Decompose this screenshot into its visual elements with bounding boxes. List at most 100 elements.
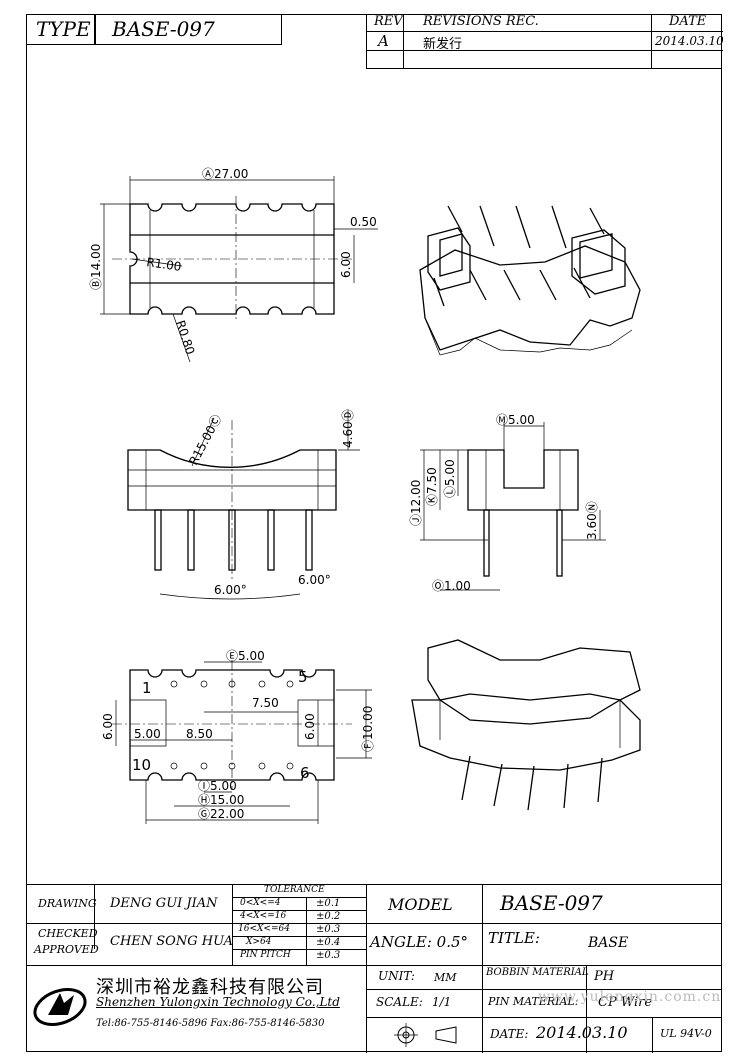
date-header: DATE xyxy=(669,14,707,29)
dim-i: 5.00 xyxy=(210,779,237,793)
dim-j: 12.00 xyxy=(409,480,423,514)
dim-r15: R15.00 xyxy=(186,423,218,467)
title-block: DRAWING DENG GUI JIAN CHECKED APPROVED C… xyxy=(26,884,722,1053)
revision-table: REV REVISIONS REC. DATE A 新发行 2014.03.10 xyxy=(366,14,724,69)
tol-range-0: 0<X<=4 xyxy=(240,898,281,908)
company-tel: Tel:86-755-8146-5896 Fax:86-755-8146-583… xyxy=(96,1018,325,1029)
svg-text:Ⓑ14.00: Ⓑ14.00 xyxy=(89,244,103,290)
dim-o: 1.00 xyxy=(444,579,471,593)
dim-k: 7.50 xyxy=(425,467,439,494)
dim-left-width: 5.00 xyxy=(134,727,161,741)
dim-slot-gap: 0.50 xyxy=(350,215,377,229)
pin-value: CP Wire xyxy=(598,995,653,1010)
tol-range-2: 16<X<=64 xyxy=(238,924,290,934)
dim-b: 14.00 xyxy=(89,244,103,278)
svg-text:3.60Ⓝ: 3.60Ⓝ xyxy=(585,501,599,540)
unit-value: MM xyxy=(434,971,457,984)
dim-angle-1: 6.00° xyxy=(214,583,247,597)
svg-text:4.60Ⓓ: 4.60Ⓓ xyxy=(341,409,355,448)
scale-value: 1/1 xyxy=(432,995,452,1009)
company-name-cn: 深圳市裕龙鑫科技有限公司 xyxy=(96,977,324,998)
pin-label-5: 5 xyxy=(298,668,308,686)
svg-text:Ⓞ1.00: Ⓞ1.00 xyxy=(432,579,471,593)
svg-text:Ⓜ5.00: Ⓜ5.00 xyxy=(496,413,535,427)
dim-right-height: 6.00 xyxy=(303,713,317,740)
dim-n: 3.60 xyxy=(585,513,599,540)
top-view: Ⓐ27.00 Ⓑ14.00 0.50 6.00 R1.00 R0.80 xyxy=(89,167,378,363)
svg-text:R15.00Ⓒ: R15.00Ⓒ xyxy=(186,413,224,468)
rev-value: A xyxy=(378,32,389,50)
dim-a: 27.00 xyxy=(214,167,248,181)
drawing-label: DRAWING xyxy=(38,897,97,910)
date-label: DATE: xyxy=(490,1027,529,1041)
svg-text:Ⓕ10.00: Ⓕ10.00 xyxy=(361,706,375,752)
date-value: 2014.03.10 xyxy=(536,1023,628,1042)
dim-slot-width: 6.00 xyxy=(339,251,353,278)
svg-text:Ⓚ7.50: Ⓚ7.50 xyxy=(425,467,439,506)
model-label: MODEL xyxy=(388,895,453,914)
dim-r080: R0.80 xyxy=(173,319,197,357)
rev-label: REV xyxy=(374,14,403,29)
front-view: 4.60Ⓓ R15.00Ⓒ 6.00° 6.00° xyxy=(127,409,360,600)
watermark: www.yulongxin.com.cn xyxy=(538,989,722,1005)
ul-rating: UL 94V-0 xyxy=(660,1027,712,1040)
pin-label-1: 1 xyxy=(142,679,152,697)
bobbin-value: PH xyxy=(594,969,615,984)
tol-value-1: ±0.2 xyxy=(316,911,341,922)
type-label: TYPE xyxy=(36,17,91,41)
rev-date: 2014.03.10 xyxy=(655,34,724,48)
angle-label: ANGLE: 0.5° xyxy=(370,933,469,951)
dim-f: 10.00 xyxy=(361,706,375,740)
revisions-label: REVISIONS REC. xyxy=(423,14,539,29)
tolerance-title: TOLERANCE xyxy=(264,885,325,895)
dim-h: 15.00 xyxy=(210,793,244,807)
title-label: TITLE: xyxy=(488,929,540,947)
bobbin-label: BOBBIN MATERIAL xyxy=(486,967,589,978)
dim-m: 5.00 xyxy=(508,413,535,427)
svg-text:Ⓘ5.00: Ⓘ5.00 xyxy=(198,779,237,793)
svg-text:Ⓐ27.00: Ⓐ27.00 xyxy=(202,167,248,181)
iso-view-1 xyxy=(419,205,641,356)
dim-span: 7.50 xyxy=(252,696,279,710)
svg-text:Ⓖ22.00: Ⓖ22.00 xyxy=(198,807,244,821)
tol-range-4: PIN PITCH xyxy=(240,950,291,960)
dim-e: 5.00 xyxy=(238,649,265,663)
dim-d: 4.60 xyxy=(341,421,355,448)
model-value: BASE-097 xyxy=(500,891,603,915)
pin-label-6: 6 xyxy=(300,764,310,782)
dim-left-height: 6.00 xyxy=(101,713,115,740)
pin-label-10: 10 xyxy=(132,756,151,774)
svg-text:Ⓗ15.00: Ⓗ15.00 xyxy=(198,793,244,807)
svg-text:Ⓔ5.00: Ⓔ5.00 xyxy=(226,649,265,663)
company-logo xyxy=(30,975,90,1035)
svg-text:Ⓛ5.00: Ⓛ5.00 xyxy=(443,459,457,498)
pin-label: PIN MATERIAL: xyxy=(488,995,579,1008)
bottom-view: 1 5 10 6 Ⓔ5.00 7.50 6.00 5.00 8.50 6.00 … xyxy=(101,649,375,824)
company-name-en: Shenzhen Yulongxin Technology Co.,Ltd xyxy=(96,995,340,1009)
iso-view-2 xyxy=(411,639,641,811)
projection-symbol xyxy=(386,1023,466,1047)
side-view: Ⓜ5.00 Ⓙ12.00 Ⓚ7.50 Ⓛ5.00 3.60Ⓝ Ⓞ1.00 xyxy=(409,413,606,593)
tol-value-3: ±0.4 xyxy=(316,937,341,948)
dim-l: 5.00 xyxy=(443,459,457,486)
dim-g: 22.00 xyxy=(210,807,244,821)
tol-value-2: ±0.3 xyxy=(316,924,341,935)
technical-drawing: Ⓐ27.00 Ⓑ14.00 0.50 6.00 R1.00 R0.80 xyxy=(89,167,641,824)
checked-name: CHEN SONG HUA xyxy=(110,934,234,949)
type-value: BASE-097 xyxy=(112,17,215,41)
sheet-border xyxy=(26,14,722,1052)
checked-label: CHECKED xyxy=(38,927,98,940)
scale-label: SCALE: xyxy=(376,995,423,1009)
dim-angle-2: 6.00° xyxy=(298,573,331,587)
drawing-name: DENG GUI JIAN xyxy=(110,896,218,911)
svg-text:Ⓙ12.00: Ⓙ12.00 xyxy=(409,480,423,526)
revision-text: 新发行 xyxy=(423,37,463,52)
approved-label: APPROVED xyxy=(34,943,99,956)
title-value: BASE xyxy=(588,935,629,951)
tol-range-1: 4<X<=16 xyxy=(240,911,287,921)
dim-r1: R1.00 xyxy=(146,255,183,274)
tol-value-4: ±0.3 xyxy=(316,950,341,961)
unit-label: UNIT: xyxy=(378,969,415,983)
tol-value-0: ±0.1 xyxy=(316,898,341,909)
dim-center-width: 8.50 xyxy=(186,727,213,741)
